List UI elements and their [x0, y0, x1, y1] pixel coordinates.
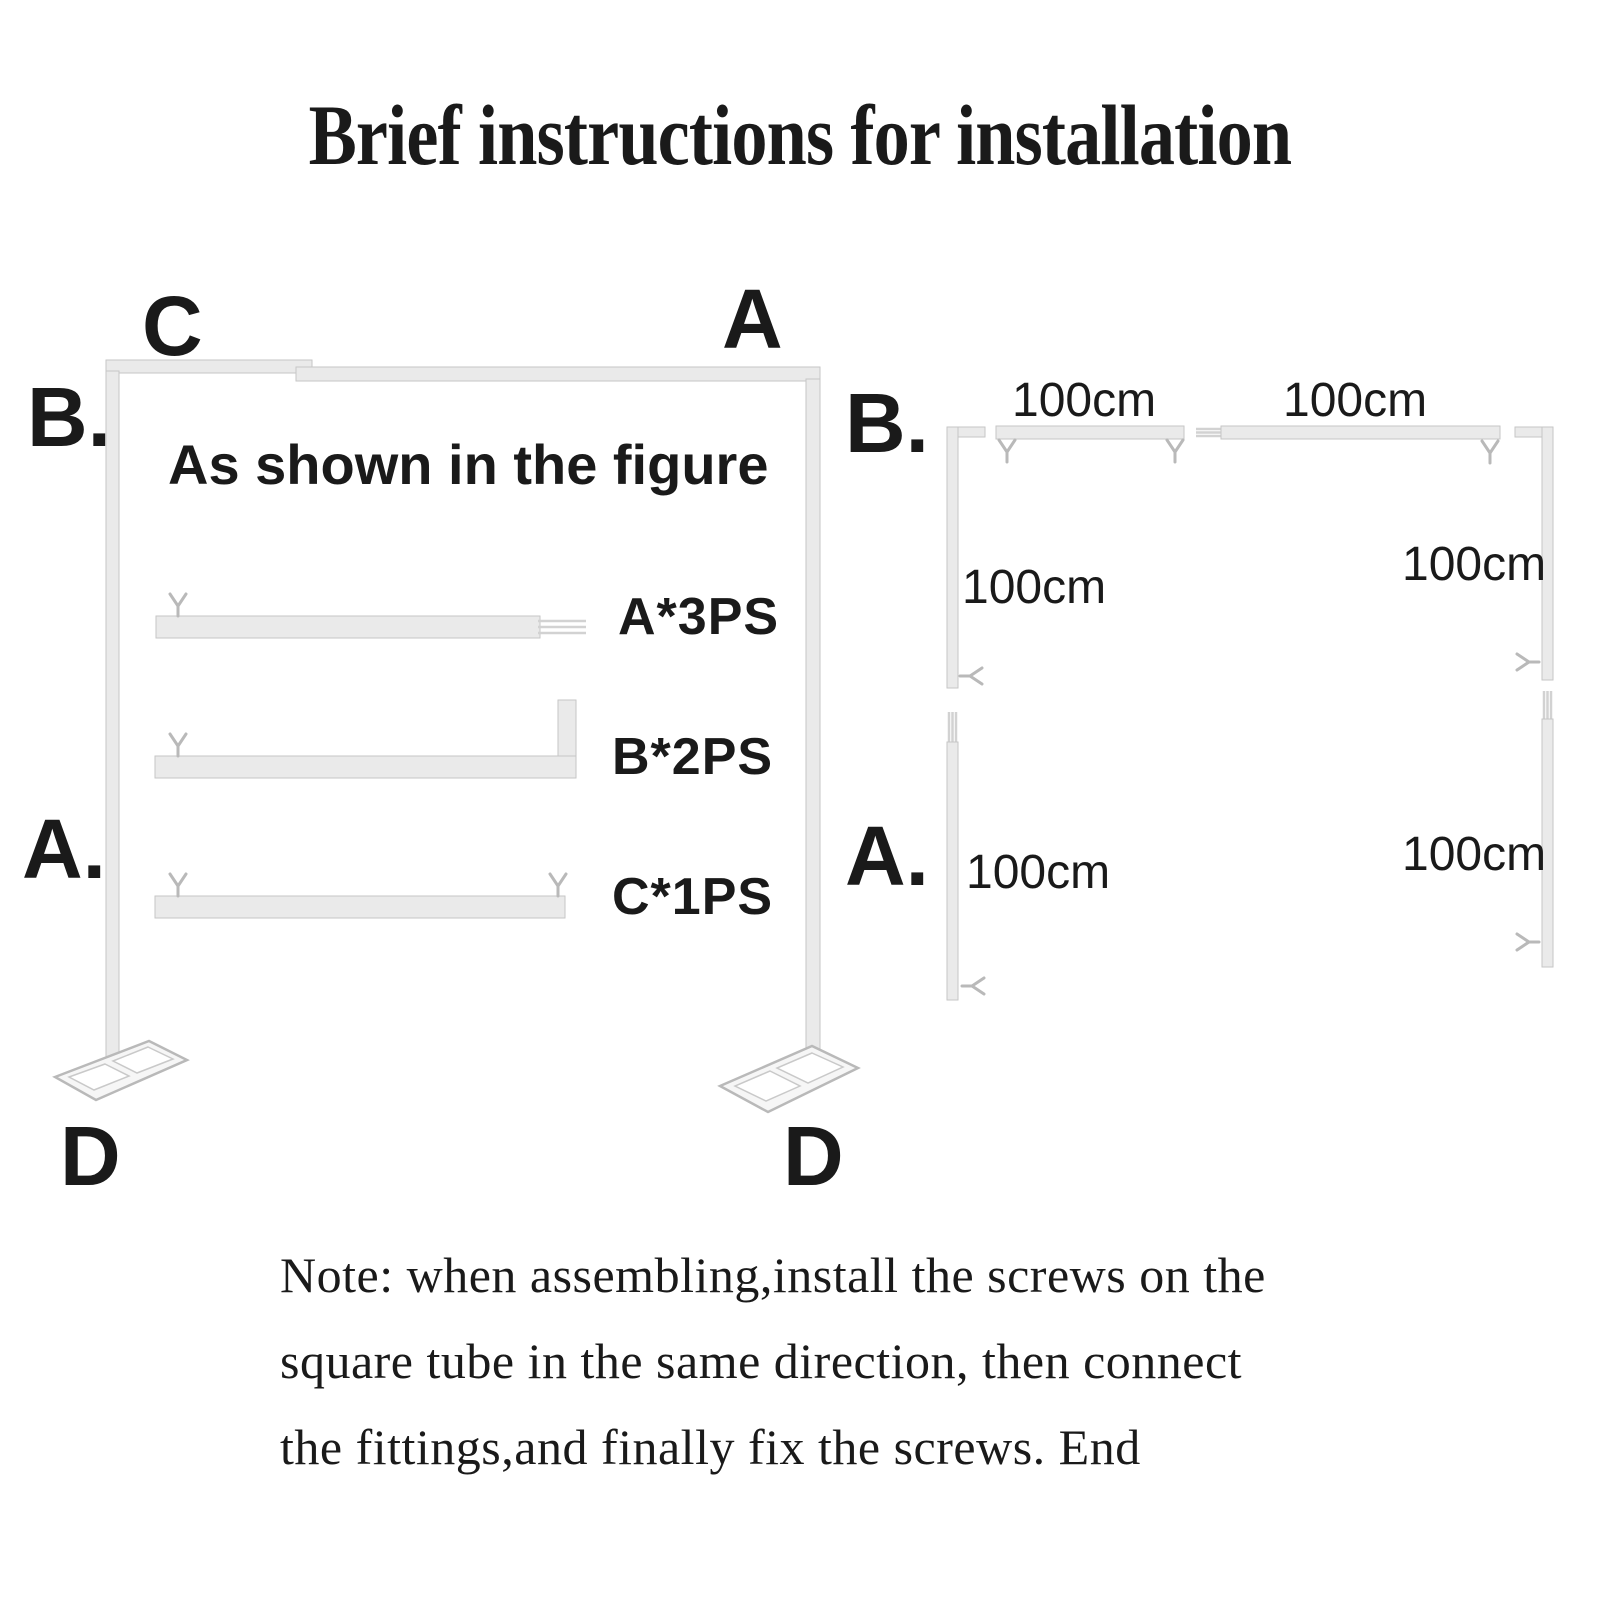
part-count-label-a: A*3PS: [618, 588, 780, 646]
y-connector-icon: [168, 732, 188, 758]
y-connector-icon: [1515, 652, 1541, 672]
page-title-text: Brief instructions for installation: [308, 87, 1292, 183]
stand-base-right: [717, 1044, 861, 1114]
connector-prongs: [1196, 427, 1223, 438]
label-corner-c: C: [142, 279, 203, 373]
page-title: Brief instructions for installation: [0, 92, 1600, 178]
note-line-1: Note: when assembling,install the screws…: [280, 1247, 1266, 1303]
corner-piece-left: [946, 426, 986, 689]
measurement-label: 100cm: [1402, 828, 1547, 881]
measurement-label: 100cm: [1012, 374, 1157, 427]
y-connector-icon: [997, 438, 1017, 464]
y-connector-icon: [548, 872, 568, 898]
part-a-bar: [155, 592, 586, 639]
connector-prongs: [538, 619, 586, 635]
stand-base-left: [52, 1039, 190, 1102]
part-count-label-b: B*2PS: [612, 728, 774, 786]
top-crossbar: [105, 359, 821, 382]
y-connector-icon: [1165, 438, 1185, 464]
left-pole: [105, 370, 120, 1066]
y-connector-icon: [960, 976, 986, 996]
measurement-label: 100cm: [966, 846, 1111, 899]
y-connector-icon: [958, 666, 984, 686]
measurement-label: 100cm: [962, 561, 1107, 614]
top-tube-segment-1: [995, 425, 1185, 440]
label-corner-a: A: [722, 272, 783, 366]
lower-pole-left: [946, 712, 959, 1001]
figure-caption: As shown in the figure: [168, 433, 769, 496]
note-line-2: square tube in the same direction, then …: [280, 1333, 1243, 1389]
label-side-a: A.: [22, 802, 106, 896]
measurement-label: 100cm: [1402, 538, 1547, 591]
note-line-3: the fittings,and finally fix the screws.…: [280, 1419, 1141, 1475]
part-count-label-c: C*1PS: [612, 868, 774, 926]
label-section-a: A.: [845, 809, 929, 903]
part-b-bar: [154, 699, 577, 779]
y-connector-icon: [1480, 439, 1500, 465]
measurement-label: 100cm: [1283, 374, 1428, 427]
label-base-d-left: D: [60, 1109, 121, 1203]
label-side-b: B.: [27, 370, 111, 464]
label-section-b: B.: [845, 376, 929, 470]
part-c-bar: [154, 872, 568, 919]
y-connector-icon: [168, 872, 188, 898]
connector-prongs: [947, 712, 958, 744]
top-tube-segment-2: [1196, 425, 1501, 440]
exploded-frame-drawing: [946, 425, 1554, 1001]
y-connector-icon: [168, 592, 188, 618]
y-connector-icon: [1515, 932, 1541, 952]
right-pole: [805, 378, 821, 1077]
label-base-d-right: D: [783, 1109, 844, 1203]
connector-prongs: [1542, 691, 1553, 721]
